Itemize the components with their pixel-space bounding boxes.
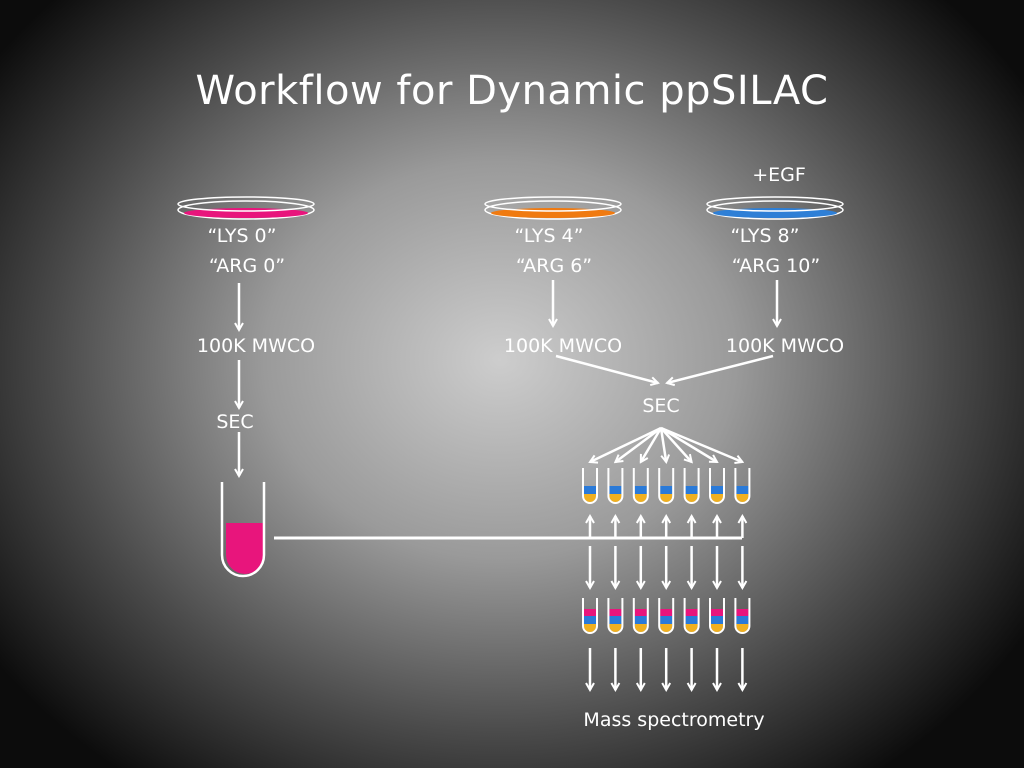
- fraction-tube: [709, 468, 725, 504]
- pooled-light-tube: [220, 482, 266, 578]
- dish-heavy: [706, 196, 844, 220]
- mixed-fraction-tube: [709, 598, 725, 634]
- mixed-fraction-tube: [607, 598, 624, 634]
- fraction-tubes-row: [582, 468, 751, 504]
- fraction-tube: [683, 468, 700, 504]
- mixed-fraction-tube: [734, 598, 751, 634]
- arg-label-heavy: “ARG 10”: [731, 255, 821, 277]
- fraction-tube: [582, 468, 598, 504]
- slide-title: Workflow for Dynamic ppSILAC: [195, 68, 829, 114]
- mwco-label-light: 100K MWCO: [196, 335, 316, 357]
- fraction-tube: [734, 468, 751, 504]
- mwco-label-heavy: 100K MWCO: [725, 335, 845, 357]
- fan-arrow: [615, 426, 662, 462]
- sec-label-light: SEC: [216, 411, 254, 433]
- mixed-fraction-tube: [582, 598, 598, 634]
- fan-arrow: [659, 427, 666, 462]
- fan-arrow: [660, 426, 742, 462]
- fan-arrow: [660, 427, 692, 462]
- mixed-fraction-tube: [683, 598, 700, 634]
- lys-label-light: “LYS 0”: [207, 225, 277, 247]
- dish-light: [177, 196, 315, 220]
- fan-arrow: [639, 427, 663, 462]
- mixed-fraction-tube: [632, 598, 649, 634]
- spike-in-arrows: [590, 516, 742, 538]
- dish-medium: [484, 196, 622, 220]
- mixed-fraction-tubes-row: [582, 598, 751, 634]
- fraction-tube: [607, 468, 624, 504]
- fan-out-arrows: [590, 426, 742, 464]
- arrow-mwco-to-sec-heavy: [667, 354, 774, 383]
- fraction-tube: [632, 468, 649, 504]
- sec-label-heavy-medium: SEC: [642, 395, 680, 417]
- treatment-label: +EGF: [752, 164, 806, 186]
- arrow-mwco-to-sec-medium: [555, 354, 658, 383]
- fraction-tube: [658, 468, 675, 504]
- mix-arrows: [590, 546, 742, 588]
- mixed-fraction-tube: [658, 598, 675, 634]
- lys-label-medium: “LYS 4”: [514, 225, 584, 247]
- lys-label-heavy: “LYS 8”: [730, 225, 800, 247]
- fan-arrow: [660, 426, 717, 464]
- mwco-label-medium: 100K MWCO: [503, 335, 623, 357]
- arg-label-medium: “ARG 6”: [515, 255, 593, 277]
- mass-spec-label: Mass spectrometry: [583, 709, 765, 731]
- ms-arrows: [590, 648, 742, 690]
- fan-arrow: [590, 426, 662, 462]
- arg-label-light: “ARG 0”: [208, 255, 286, 277]
